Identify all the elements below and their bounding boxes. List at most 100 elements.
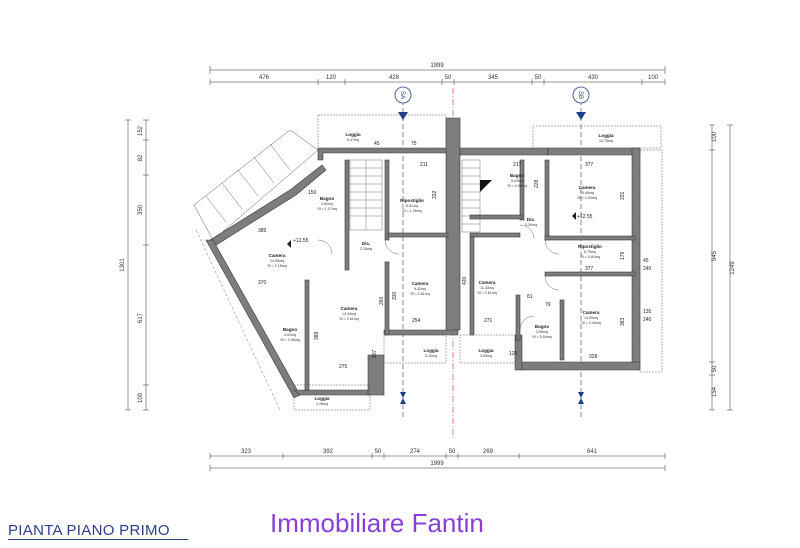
room-loggia-4-area: 14.75mq xyxy=(599,139,613,143)
room-labels: Loggia 6.47mq Bagno 4.60mq Sf = 1.17mq R… xyxy=(267,132,614,406)
svg-text:328: 328 xyxy=(589,354,598,360)
room-bagno-4-name: Bagno xyxy=(535,324,549,329)
wall-bottom-mid xyxy=(383,329,459,336)
svg-text:217: 217 xyxy=(513,162,522,168)
svg-text:389: 389 xyxy=(314,331,320,340)
room-camera-2-area: 9.42mq xyxy=(414,287,426,291)
room-loggia-4-name: Loggia xyxy=(598,133,614,138)
room-camera-4-name: Camera xyxy=(579,185,596,190)
room-bagno-3-name: Bagno xyxy=(510,173,524,178)
level-left: +12.55 xyxy=(293,238,309,244)
dim-top-2: 120 xyxy=(326,75,337,81)
shaft-icon xyxy=(480,180,492,192)
room-camera-6-sub: Sf = 2.43mq xyxy=(581,321,600,325)
svg-text:254: 254 xyxy=(412,318,421,324)
title-underline xyxy=(8,539,188,540)
svg-text:377: 377 xyxy=(585,162,594,168)
room-camera-3-area: 14.34mq xyxy=(342,312,356,316)
room-camera-2-name: Camera xyxy=(412,281,429,286)
wall-east xyxy=(631,147,641,366)
wall-bottom-left xyxy=(293,389,373,396)
svg-text:81: 81 xyxy=(527,294,533,300)
room-ripostiglio-2-sub: Sf = 0.81mq xyxy=(580,255,599,259)
room-bagno-2-area: 4.62mq xyxy=(284,333,296,337)
section-markers: SA SB xyxy=(394,86,590,440)
svg-text:228: 228 xyxy=(534,179,540,188)
room-camera-4-area: 15.49mq xyxy=(580,191,594,195)
dim-bottom-2: 392 xyxy=(323,449,334,455)
level-markers: +12.55 +12.55 xyxy=(287,212,593,248)
dim-top-4: 50 xyxy=(445,75,452,81)
room-loggia-3-area: 3.10mq xyxy=(425,354,437,358)
section-marker-sb xyxy=(572,86,590,104)
dim-top-1: 476 xyxy=(259,75,270,81)
svg-text:135: 135 xyxy=(643,309,652,315)
brand-name: Immobiliare Fantin xyxy=(270,508,484,538)
room-camera-2-sub: Sf = 2.61mq xyxy=(410,292,429,296)
room-bagno-1-area: 4.60mq xyxy=(321,202,333,206)
svg-text:240: 240 xyxy=(643,266,652,272)
wall-spine xyxy=(445,117,461,331)
room-ripostiglio-1-sub: Sf = 1.35mq xyxy=(402,209,421,213)
room-bagno-2-sub: Sf = 0.58mq xyxy=(280,338,299,342)
dim-top-5: 345 xyxy=(488,75,499,81)
svg-text:331: 331 xyxy=(620,191,626,200)
svg-text:211: 211 xyxy=(420,162,428,168)
svg-text:75: 75 xyxy=(411,141,417,147)
dim-left-total: 1301 xyxy=(120,258,126,272)
dim-bottom-7: 641 xyxy=(587,449,598,455)
svg-text:330: 330 xyxy=(392,291,398,300)
dim-top-7: 430 xyxy=(588,75,599,81)
loggia-bottom-right xyxy=(459,334,519,364)
dim-left-5: 100 xyxy=(138,392,144,403)
room-loggia-5-area: 3.09mq xyxy=(480,354,492,358)
room-camera-1-sub: Sf = 2.15mq xyxy=(267,264,286,268)
svg-text:377: 377 xyxy=(585,266,594,272)
right-dimensions: 100 945 50 154 1249 xyxy=(709,124,736,411)
loggia-bottom-left xyxy=(383,334,447,364)
section-marker-sa xyxy=(394,86,412,104)
dim-right-1: 100 xyxy=(712,131,718,142)
dim-top-3: 428 xyxy=(389,75,400,81)
building xyxy=(193,114,663,411)
room-camera-5-area: 11.33mq xyxy=(480,286,494,290)
room-bagno-3-area: 5.43mq xyxy=(511,179,523,183)
dim-right-3: 50 xyxy=(712,365,718,372)
room-bagno-3-sub: Sf = 0.98mq xyxy=(507,184,526,188)
room-loggia-2-area: 3.28mq xyxy=(316,402,328,406)
room-bagno-4-sub: Sf = 0.54mq xyxy=(532,335,551,339)
room-dis-1-name: Dis. xyxy=(362,241,370,246)
svg-text:45: 45 xyxy=(643,258,649,264)
interior-dimensions: 45 75 211 332 217 228 377 331 150 389 37… xyxy=(258,141,652,370)
dim-bottom-3: 50 xyxy=(375,449,382,455)
svg-text:240: 240 xyxy=(643,317,652,323)
wall-diagonal-left xyxy=(209,164,327,248)
room-camera-5-sub: Sf = 2.61mq xyxy=(477,291,496,295)
room-camera-6-area: 14.99mq xyxy=(584,316,598,320)
dim-bottom-5: 50 xyxy=(449,449,456,455)
dim-bottom-total: 1999 xyxy=(430,461,444,467)
room-loggia-5-name: Loggia xyxy=(478,348,494,353)
section-label-sb: SB xyxy=(577,91,583,99)
terrace-east xyxy=(639,149,663,373)
dim-top-8: 100 xyxy=(648,75,659,81)
room-camera-1-name: Camera xyxy=(269,253,286,258)
loggia-top-left xyxy=(317,114,447,151)
room-loggia-2-name: Loggia xyxy=(314,396,330,401)
section-arrow-sb-top xyxy=(576,112,586,120)
drawing-title: PIANTA PIANO PRIMO xyxy=(8,522,170,539)
wall-bottom-right xyxy=(519,361,641,371)
balcony-diagonal xyxy=(193,129,319,241)
dim-bottom-1: 323 xyxy=(241,449,252,455)
door-swings xyxy=(317,224,560,331)
room-loggia-1-area: 6.47mq xyxy=(347,138,359,142)
dim-top-6: 50 xyxy=(535,75,542,81)
loggia-bottom-sw xyxy=(293,384,371,411)
dim-left-4: 617 xyxy=(138,312,144,323)
svg-text:150: 150 xyxy=(308,190,317,196)
dim-right-total: 1249 xyxy=(730,261,736,275)
room-loggia-1-name: Loggia xyxy=(345,132,361,137)
svg-text:207: 207 xyxy=(372,349,378,358)
dim-bottom-6: 269 xyxy=(483,449,494,455)
room-ripostiglio-1-name: Ripostiglio xyxy=(400,198,424,203)
